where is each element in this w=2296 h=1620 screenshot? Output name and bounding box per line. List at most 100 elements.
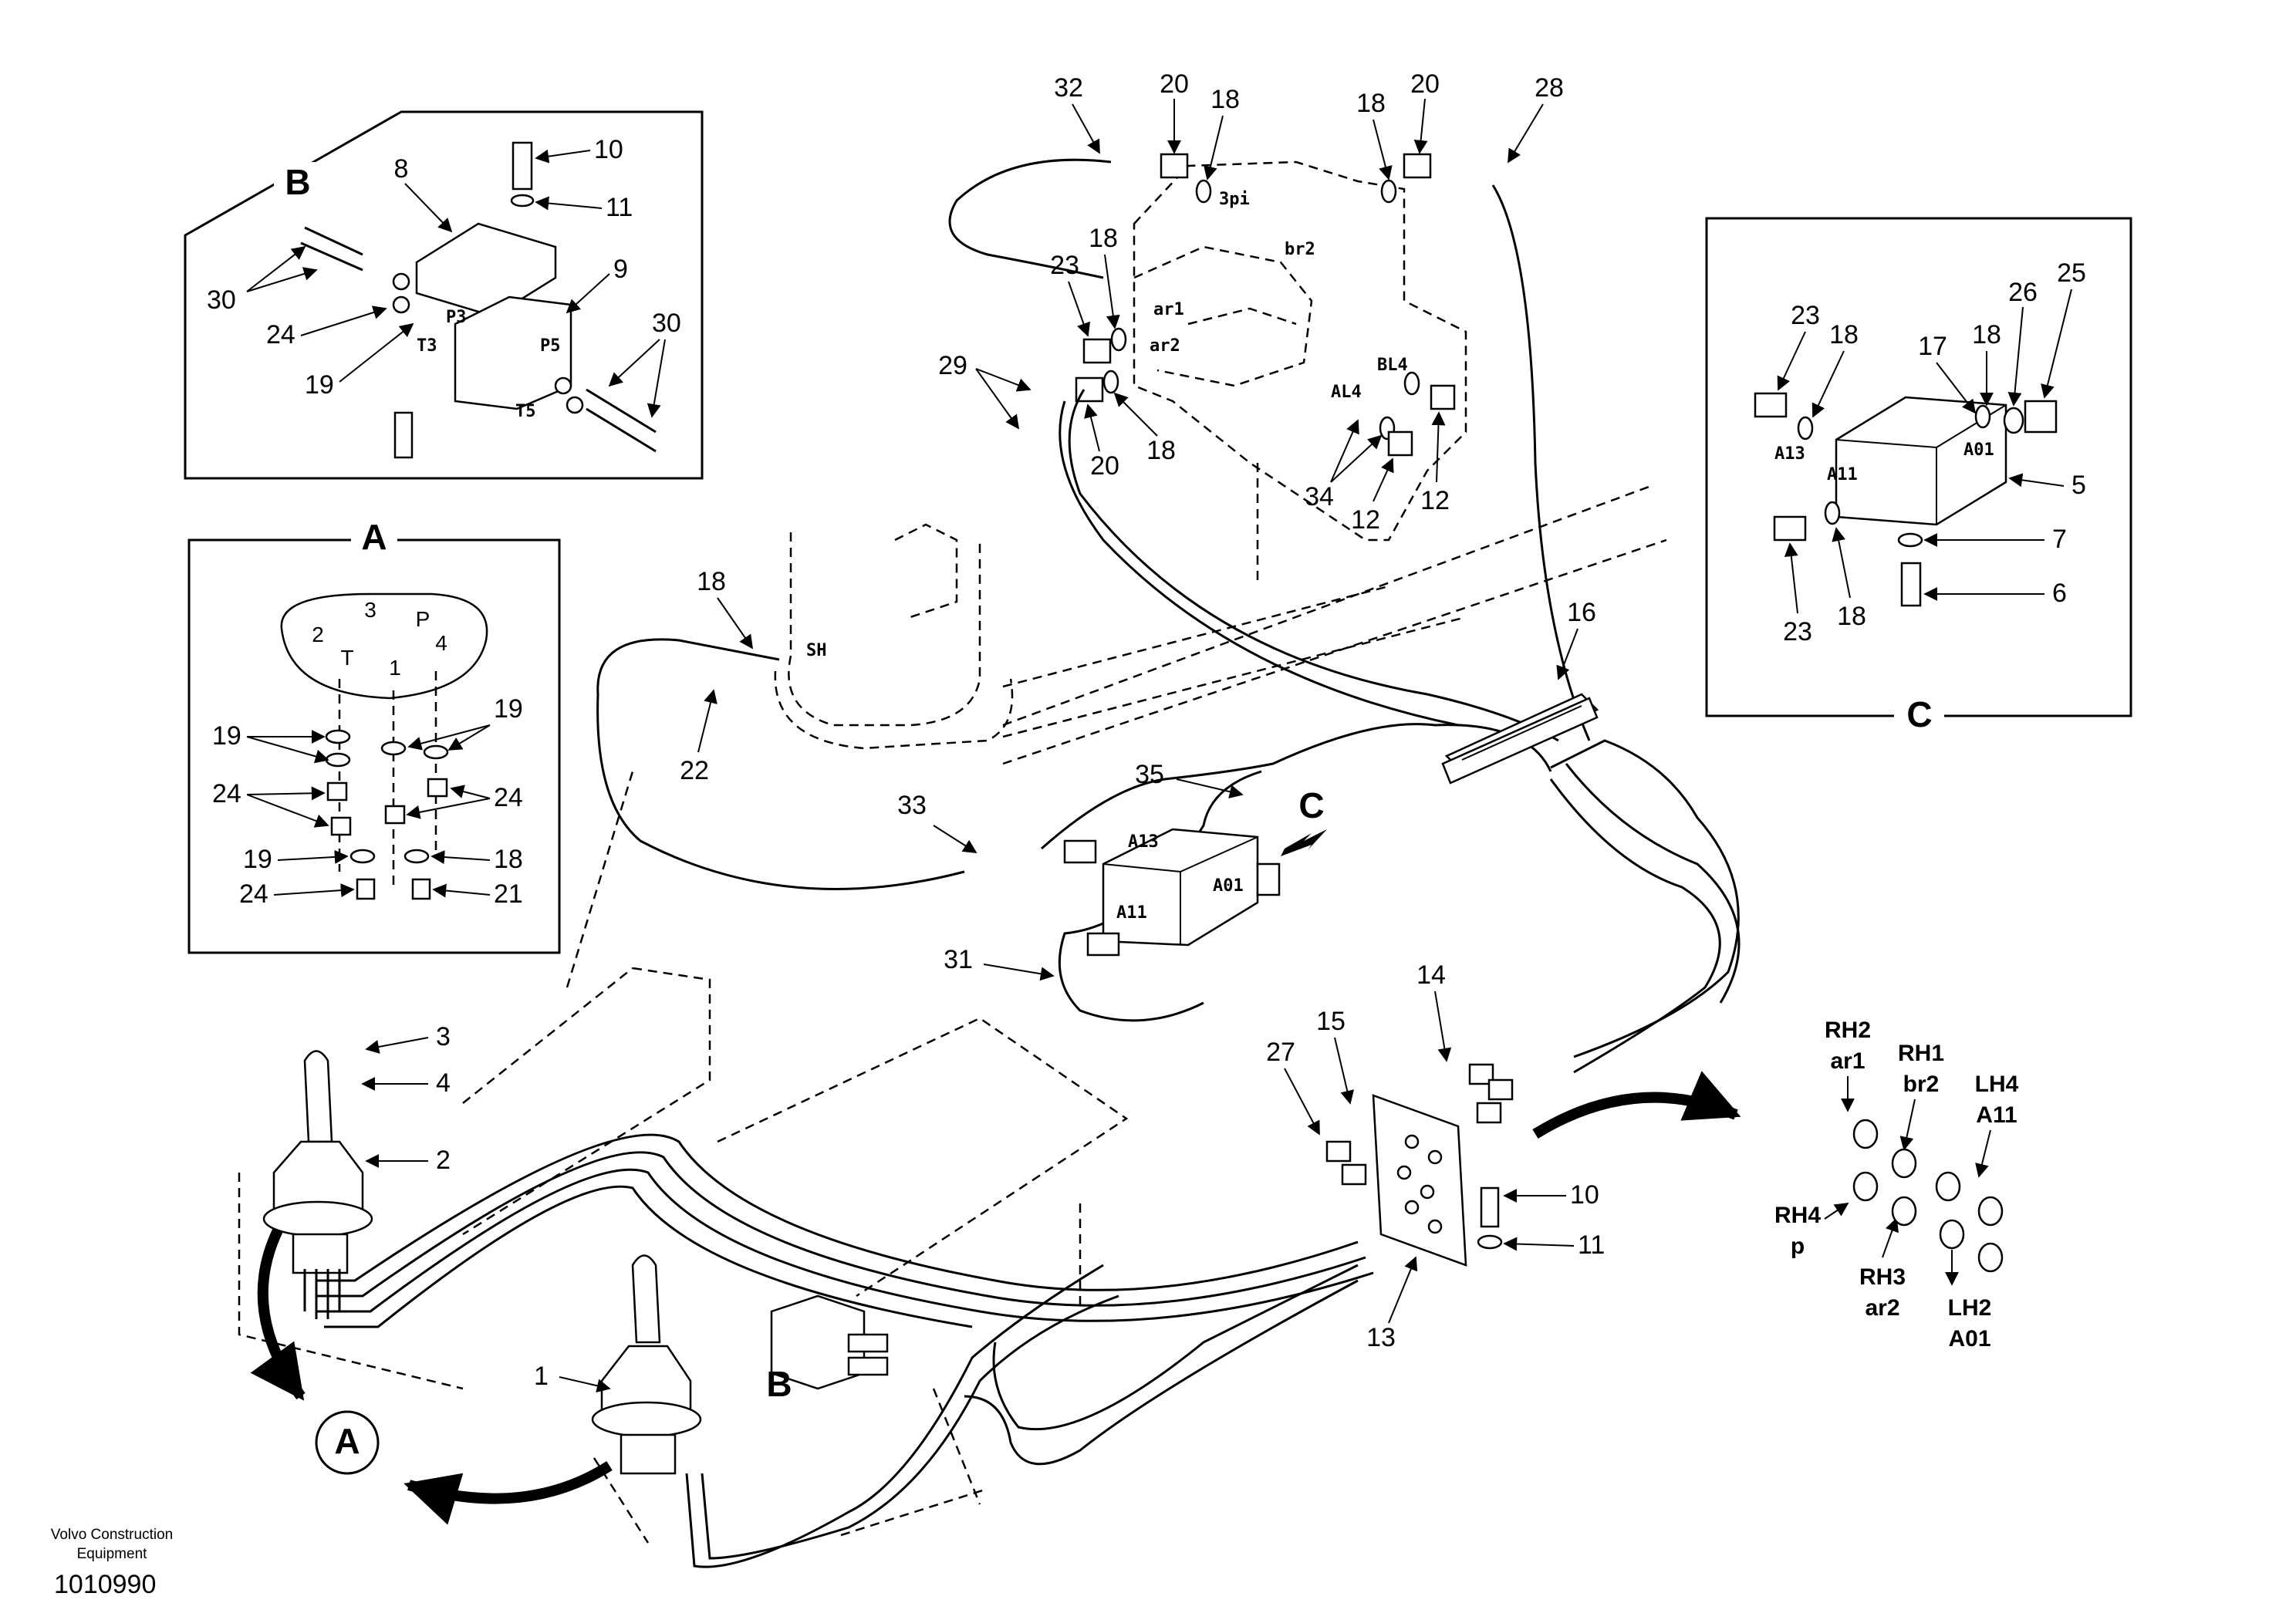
port-a-p: P xyxy=(416,607,430,631)
main-callouts: 32 20 18 18 20 28 23 18 29 20 18 34 12 1… xyxy=(361,69,1605,1404)
detail-c-pointer: C xyxy=(1298,785,1324,825)
callout-18-a: 18 xyxy=(494,845,523,874)
bulkhead-plate xyxy=(1325,1063,1514,1267)
port-t3: T3 xyxy=(417,336,437,356)
callout-35: 35 xyxy=(1135,760,1164,789)
hose-routing xyxy=(316,158,1741,1568)
bolt-bottom xyxy=(393,411,414,459)
bracket-plate xyxy=(415,222,557,318)
port-a13-main: A13 xyxy=(1128,832,1159,852)
callout-23-c2: 23 xyxy=(1783,617,1812,646)
callout-33: 33 xyxy=(897,791,927,820)
callout-30b: 30 xyxy=(652,309,681,338)
map-rh1: RH1 xyxy=(1898,1041,1944,1066)
callout-7: 7 xyxy=(2052,525,2067,554)
detail-c-label: C xyxy=(1906,694,1932,734)
detail-b-panel: B P3 T3 P5 T5 8 10 11 9 30 24 19 30 xyxy=(184,110,704,480)
port-a-1: 1 xyxy=(389,656,401,680)
port-a11-detail: A11 xyxy=(1827,465,1858,484)
map-rh2: RH2 xyxy=(1825,1018,1871,1043)
hose-clamp-16 xyxy=(1441,693,1599,785)
detail-c-panel: C A13 A11 A01 23 18 18 26 25 17 5 7 6 23 xyxy=(1705,217,2132,737)
left-joystick xyxy=(591,1254,702,1475)
callout-24-a3: 24 xyxy=(239,879,268,909)
callout-12a: 12 xyxy=(1351,505,1380,535)
washer-top xyxy=(510,194,535,208)
callout-5: 5 xyxy=(2071,471,2086,500)
port-ar2: ar2 xyxy=(1150,336,1180,356)
detail-a-panel: A 3 P 2 T 1 4 19 19 24 24 19 18 24 21 xyxy=(187,517,561,954)
detail-b-pointer: B xyxy=(766,1364,792,1404)
callout-9: 9 xyxy=(613,255,628,284)
callout-19-a2: 19 xyxy=(494,694,523,724)
valve-block-b-main xyxy=(770,1294,889,1390)
callout-18-c2: 18 xyxy=(1972,320,2001,349)
map-rh3: RH3 xyxy=(1859,1264,1906,1290)
drawing-number: 1010990 xyxy=(54,1570,156,1599)
callout-27: 27 xyxy=(1266,1038,1295,1067)
callout-18-swivel: 18 xyxy=(697,567,726,596)
port-t5: T5 xyxy=(515,402,536,421)
map-lh2-sub: A01 xyxy=(1948,1326,1990,1352)
port-a-t: T xyxy=(340,646,353,670)
main-valve-fittings xyxy=(1075,153,1456,457)
callout-18-top1: 18 xyxy=(1210,85,1240,114)
callout-18-c3: 18 xyxy=(1837,602,1866,631)
detail-a-label: A xyxy=(361,517,387,557)
callout-18-c1: 18 xyxy=(1829,320,1859,349)
port-a-4: 4 xyxy=(435,631,447,655)
port-3pi: 3pi xyxy=(1219,190,1250,209)
hose-bundle-b xyxy=(300,226,657,453)
callout-2: 2 xyxy=(436,1146,451,1175)
callout-23-main: 23 xyxy=(1050,251,1079,280)
callout-24-b: 24 xyxy=(266,320,295,349)
callout-19-a3: 19 xyxy=(243,845,272,874)
port-sh: SH xyxy=(806,641,827,660)
callout-11: 11 xyxy=(606,193,633,222)
callout-12b: 12 xyxy=(1420,486,1450,515)
map-lh2: LH2 xyxy=(1948,1295,1992,1321)
port-a01-main: A01 xyxy=(1213,876,1244,896)
callout-22: 22 xyxy=(680,756,709,785)
callout-24-a1: 24 xyxy=(212,779,241,808)
callout-26: 26 xyxy=(2008,278,2038,307)
callout-20-top1: 20 xyxy=(1160,69,1189,99)
port-al4: AL4 xyxy=(1331,383,1362,402)
right-joystick xyxy=(262,1050,373,1319)
hose-map-arrow xyxy=(1532,1071,1741,1139)
detail-a-reference: A xyxy=(250,1227,613,1525)
callout-19-b: 19 xyxy=(305,370,334,400)
footer: Volvo Construction Equipment 1010990 xyxy=(51,1527,173,1599)
map-rh2-sub: ar1 xyxy=(1830,1048,1865,1074)
map-lh4: LH4 xyxy=(1975,1072,2019,1097)
callout-15: 15 xyxy=(1316,1007,1346,1036)
port-ar1: ar1 xyxy=(1153,300,1184,319)
port-a-3: 3 xyxy=(364,598,376,622)
callout-21: 21 xyxy=(494,879,523,909)
hose-connection-map: RH2 ar1 RH1 br2 LH4 A11 RH4 p RH3 ar2 LH… xyxy=(1774,1018,2019,1352)
callout-1: 1 xyxy=(534,1362,549,1391)
bolt-top xyxy=(512,141,533,191)
callout-28: 28 xyxy=(1535,73,1564,103)
callout-20-main: 20 xyxy=(1090,451,1119,481)
port-bl4: BL4 xyxy=(1377,356,1408,375)
map-rh4: RH4 xyxy=(1774,1203,1821,1228)
callout-24-a2: 24 xyxy=(494,783,523,812)
callout-23-c1: 23 xyxy=(1791,301,1820,330)
port-p3: P3 xyxy=(446,308,467,327)
port-a01-detail: A01 xyxy=(1963,440,1994,460)
callout-18-main1: 18 xyxy=(1089,224,1118,253)
map-rh1-sub: br2 xyxy=(1903,1072,1940,1097)
detail-a-circle-label: A xyxy=(334,1421,360,1461)
port-p5: P5 xyxy=(540,336,561,356)
callout-34: 34 xyxy=(1305,482,1334,511)
callout-18-main2: 18 xyxy=(1146,436,1176,465)
callout-19-a1: 19 xyxy=(212,721,241,751)
callout-17: 17 xyxy=(1918,332,1947,361)
port-br2: br2 xyxy=(1285,240,1315,259)
callout-10: 10 xyxy=(594,135,623,164)
callout-16: 16 xyxy=(1567,598,1596,627)
callout-25: 25 xyxy=(2057,258,2086,288)
callout-11-main: 11 xyxy=(1578,1230,1605,1260)
